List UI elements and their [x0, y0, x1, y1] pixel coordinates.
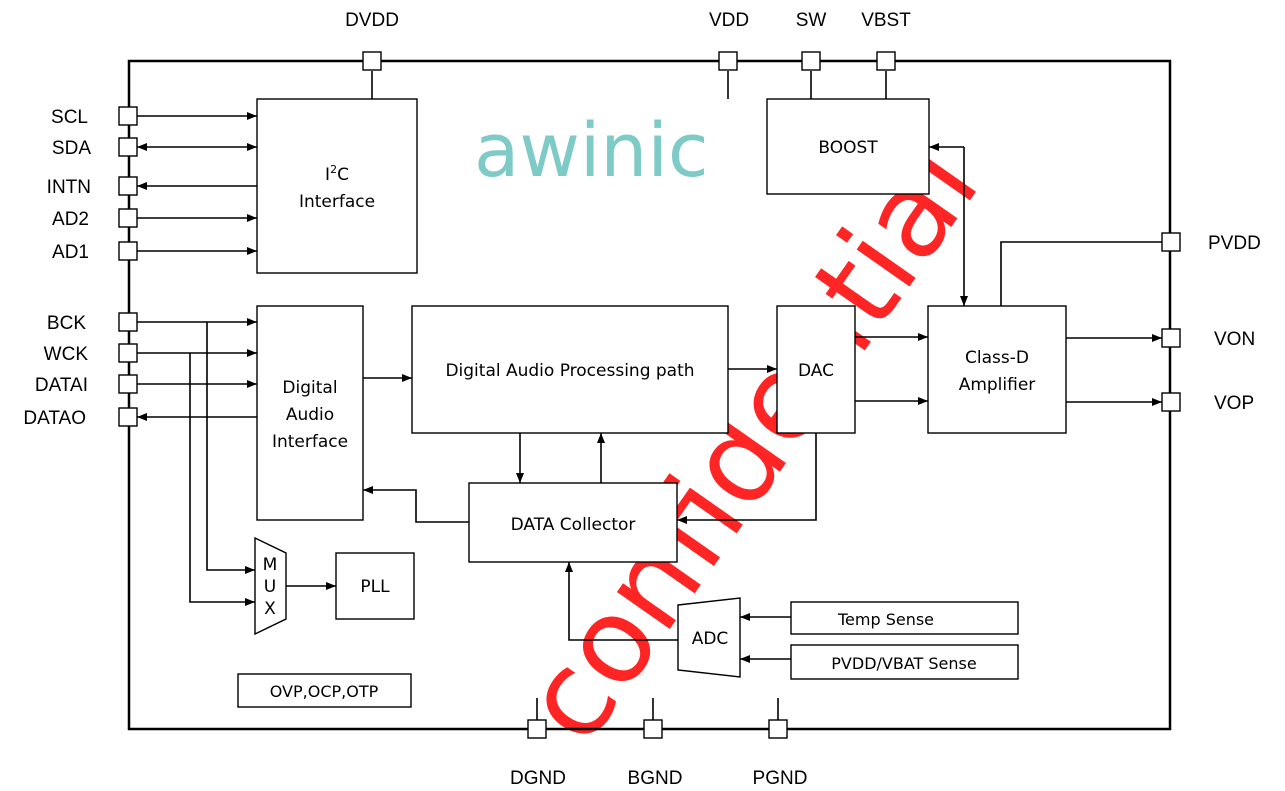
pin-pgnd-label: PGND [753, 768, 808, 789]
right-pins: PVDD VON VOP [1161, 232, 1261, 414]
pin-von-label: VON [1214, 329, 1255, 350]
left-pins: SCL SDA INTN AD2 AD1 BCK WCK DATAI DATAO [23, 106, 138, 429]
adc-label: ADC [692, 629, 729, 649]
dsp-path-block [411, 305, 729, 434]
dai-line3: Interface [272, 432, 348, 452]
i2c-subtitle: Interface [299, 192, 375, 212]
pin-sw-pad [801, 51, 821, 71]
pin-sw-label: SW [796, 10, 827, 31]
pin-datao-label: DATAO [23, 408, 86, 429]
pin-ad2-label: AD2 [52, 209, 89, 230]
mux-u: U [264, 577, 276, 597]
amp-line1: Class-D [965, 348, 1029, 368]
digital-audio-interface-block [256, 305, 364, 521]
pin-sda-pad [118, 137, 138, 157]
boost-label: BOOST [818, 138, 878, 158]
pin-dvdd-pad [362, 51, 382, 71]
bottom-pins: DGND BGND PGND [510, 698, 807, 789]
temp-sense-block [790, 601, 1019, 635]
temp-sense-label: Temp Sense [837, 610, 934, 629]
amp-line2: Amplifier [959, 375, 1036, 395]
pin-vbst-pad [876, 51, 896, 71]
pin-ad1-label: AD1 [52, 242, 89, 263]
pll-block [335, 552, 415, 620]
dac-label: DAC [798, 361, 834, 381]
pin-vop-pad [1161, 392, 1181, 412]
pin-intn-pad [118, 176, 138, 196]
pin-scl-pad [118, 106, 138, 126]
protection-block [237, 673, 412, 708]
adc-block [677, 597, 741, 678]
pin-vop-label: VOP [1214, 393, 1254, 414]
pll-label: PLL [360, 577, 390, 597]
pin-wck-pad [118, 343, 138, 363]
pin-bck-label: BCK [47, 313, 86, 334]
pin-bgnd-label: BGND [628, 768, 683, 789]
class-d-amplifier-block [927, 305, 1067, 434]
dsp-path-label: Digital Audio Processing path [445, 361, 694, 381]
i2c-title: I2C [325, 163, 349, 185]
data-collector-block [468, 482, 678, 563]
pin-dgnd-pad [527, 719, 547, 739]
signal-path-wiring [363, 143, 1162, 663]
dac-block [776, 305, 856, 434]
vbat-sense-label: PVDD/VBAT Sense [831, 654, 976, 673]
pin-datai-label: DATAI [35, 375, 88, 396]
pin-datai-pad [118, 374, 138, 394]
pin-von-pad [1161, 328, 1181, 348]
mux-x: X [264, 599, 276, 619]
pin-datao-pad [118, 407, 138, 427]
pin-bgnd-pad [643, 719, 663, 739]
pin-pvdd-pad [1161, 232, 1181, 252]
i2c-interface-block [256, 98, 418, 274]
vbat-sense-block [790, 644, 1019, 680]
audio-pin-wiring [137, 318, 336, 606]
protection-label: OVP,OCP,OTP [270, 682, 379, 701]
pin-ad2-pad [118, 208, 138, 228]
pin-pvdd-label: PVDD [1208, 233, 1261, 254]
pin-scl-label: SCL [51, 107, 88, 128]
boost-block [766, 98, 930, 195]
pin-dgnd-label: DGND [510, 768, 566, 789]
pin-ad1-pad [118, 241, 138, 261]
pin-vdd-label: VDD [709, 10, 749, 31]
pin-pgnd-pad [768, 719, 788, 739]
top-pins: DVDD VDD SW VBST [345, 10, 911, 99]
data-collector-label: DATA Collector [511, 515, 636, 535]
pin-bck-pad [118, 312, 138, 332]
dai-line1: Digital [282, 378, 337, 398]
pin-sda-label: SDA [52, 138, 91, 159]
pin-dvdd-label: DVDD [345, 10, 399, 31]
pin-vbst-label: VBST [861, 10, 911, 31]
pin-wck-label: WCK [44, 344, 89, 365]
dai-line2: Audio [286, 405, 334, 425]
brand-logo: awinic [474, 108, 709, 194]
mux-m: M [263, 555, 278, 575]
pin-intn-label: INTN [47, 177, 91, 198]
pin-vdd-pad [718, 51, 738, 71]
